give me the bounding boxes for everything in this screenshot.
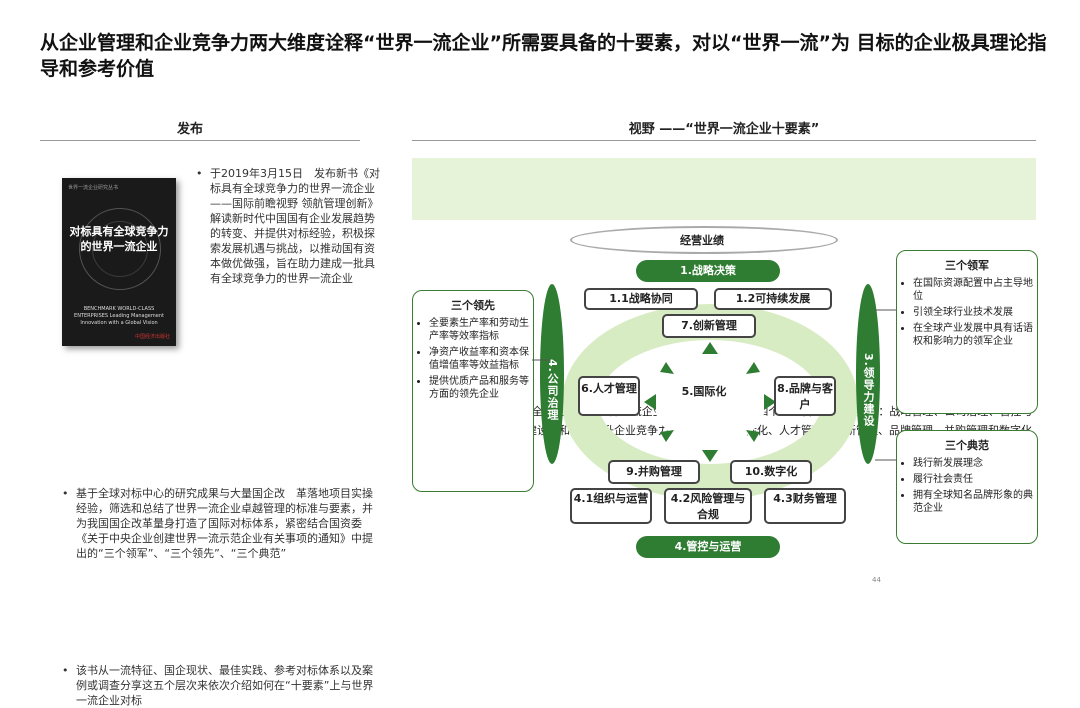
three-models-item: 践行新发展理念: [913, 457, 1037, 470]
three-champions-box: 三个领军 在国际资源配置中占主导地位 引领全球行业技术发展 在全球产业发展中具有…: [896, 250, 1038, 414]
control-operations-pill: 4.管控与运营: [636, 536, 780, 558]
strategy-pill: 1.战略决策: [636, 260, 780, 282]
book-english-title: BENCHMARK WORLD-CLASS ENTERPRISES Leadin…: [68, 306, 170, 327]
three-leading-item: 提供优质产品和服务等方面的领先企业: [429, 375, 533, 401]
three-models-item: 履行社会责任: [913, 473, 1037, 486]
page-number: 44: [872, 576, 881, 584]
left-bullet-1: 于2019年3月15日 发布新书《对标具有全球竞争力的世界一流企业——国际前瞻视…: [196, 166, 380, 286]
book-cover-image: 世界一流企业研究丛书 对标具有全球竞争力的世界一流企业 BENCHMARK WO…: [62, 178, 176, 346]
three-champions-item: 在国际资源配置中占主导地位: [913, 277, 1037, 303]
three-leading-title: 三个领先: [413, 297, 533, 313]
three-models-item: 拥有全球知名品牌形象的典范企业: [913, 489, 1037, 515]
left-section-header: 发布: [40, 118, 340, 137]
performance-label: 经营业绩: [572, 232, 832, 248]
book-series-text: 世界一流企业研究丛书: [68, 184, 118, 191]
three-champions-item: 在全球产业发展中具有话语权和影响力的领军企业: [913, 322, 1037, 348]
three-champions-item: 引领全球行业技术发展: [913, 306, 1037, 319]
three-leading-item: 净资产收益率和资本保值增值率等效益指标: [429, 346, 533, 372]
left-bullet-2: 基于全球对标中心的研究成果与大量国企改 革落地项目实操经验，筛选和总结了世界一流…: [62, 486, 382, 561]
left-bullet-3: 该书从一流特征、国企现状、最佳实践、参考对标体系以及案例或调查分享这五个层次来依…: [62, 663, 382, 708]
summary-box: [412, 158, 1036, 220]
three-leading-box: 三个领先 全要素生产率和劳动生产率等效率指标 净资产收益率和资本保值增值率等效益…: [412, 290, 534, 492]
right-section-header: 视野 ——“世界一流企业十要素”: [412, 118, 1036, 137]
book-title: 对标具有全球竞争力的世界一流企业: [68, 224, 170, 254]
page-title: 从企业管理和企业竞争力两大维度诠释“世界一流企业”所需要具备的十要素，对以“世界…: [40, 30, 1050, 82]
three-champions-title: 三个领军: [897, 257, 1037, 273]
three-models-box: 三个典范 践行新发展理念 履行社会责任 拥有全球知名品牌形象的典范企业: [896, 430, 1038, 544]
book-publisher: 中国经济出版社: [135, 333, 170, 340]
right-divider: [412, 140, 1036, 141]
three-leading-item: 全要素生产率和劳动生产率等效率指标: [429, 317, 533, 343]
three-models-title: 三个典范: [897, 437, 1037, 453]
left-divider: [40, 140, 360, 141]
connector-lines: [530, 300, 900, 500]
